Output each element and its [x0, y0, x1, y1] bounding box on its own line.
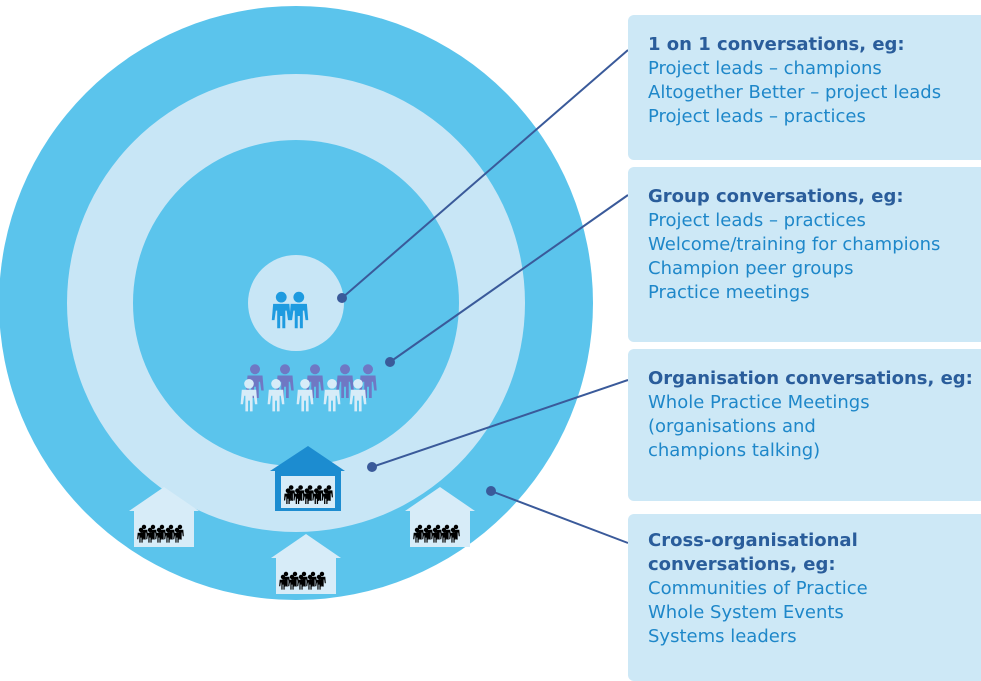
connector-3: [371, 379, 629, 468]
ring-group: [0, 6, 593, 600]
box-line: Project leads – practices: [648, 106, 866, 127]
connector-3-dot: [367, 462, 377, 472]
box-heading: Group conversations, eg:: [648, 186, 904, 207]
box-line: Whole Practice Meetings: [648, 392, 870, 413]
box-line: champions talking): [648, 440, 821, 461]
cross-organisational-conversations-box: Cross-organisational conversations, eg: …: [628, 514, 981, 681]
connector-1: [341, 49, 629, 299]
box-heading: Cross-organisational: [648, 530, 858, 551]
house-icon-left: [129, 487, 199, 547]
organisation-house-icon: [270, 446, 345, 511]
connector-4: [490, 490, 629, 544]
organisation-conversations-box: Organisation conversations, eg: Whole Pr…: [628, 349, 981, 501]
box-line: Champion peer groups: [648, 258, 854, 279]
box-line: Welcome/training for champions: [648, 234, 941, 255]
box-heading: Organisation conversations, eg:: [648, 368, 973, 389]
connector-4-dot: [486, 486, 496, 496]
box-line: Practice meetings: [648, 282, 810, 303]
connector-1-dot: [337, 293, 347, 303]
connector-lines: [337, 49, 629, 544]
box-line: Project leads – practices: [648, 210, 866, 231]
box-line: Whole System Events: [648, 602, 844, 623]
box-line: Altogether Better – project leads: [648, 82, 942, 103]
box-heading: 1 on 1 conversations, eg:: [648, 34, 905, 55]
one-on-one-core: [248, 255, 344, 351]
box-line: Communities of Practice: [648, 578, 868, 599]
connector-2: [389, 194, 629, 363]
house-icon-bottom: [271, 534, 341, 594]
connector-2-dot: [385, 357, 395, 367]
house-icon-right: [405, 487, 475, 547]
one-on-one-conversations-box: 1 on 1 conversations, eg: Project leads …: [628, 15, 981, 160]
box-line: (organisations and: [648, 416, 816, 437]
box-heading: conversations, eg:: [648, 554, 836, 575]
box-line: Systems leaders: [648, 626, 797, 647]
group-conversations-box: Group conversations, eg: Project leads –…: [628, 167, 981, 342]
box-line: Project leads – champions: [648, 58, 882, 79]
